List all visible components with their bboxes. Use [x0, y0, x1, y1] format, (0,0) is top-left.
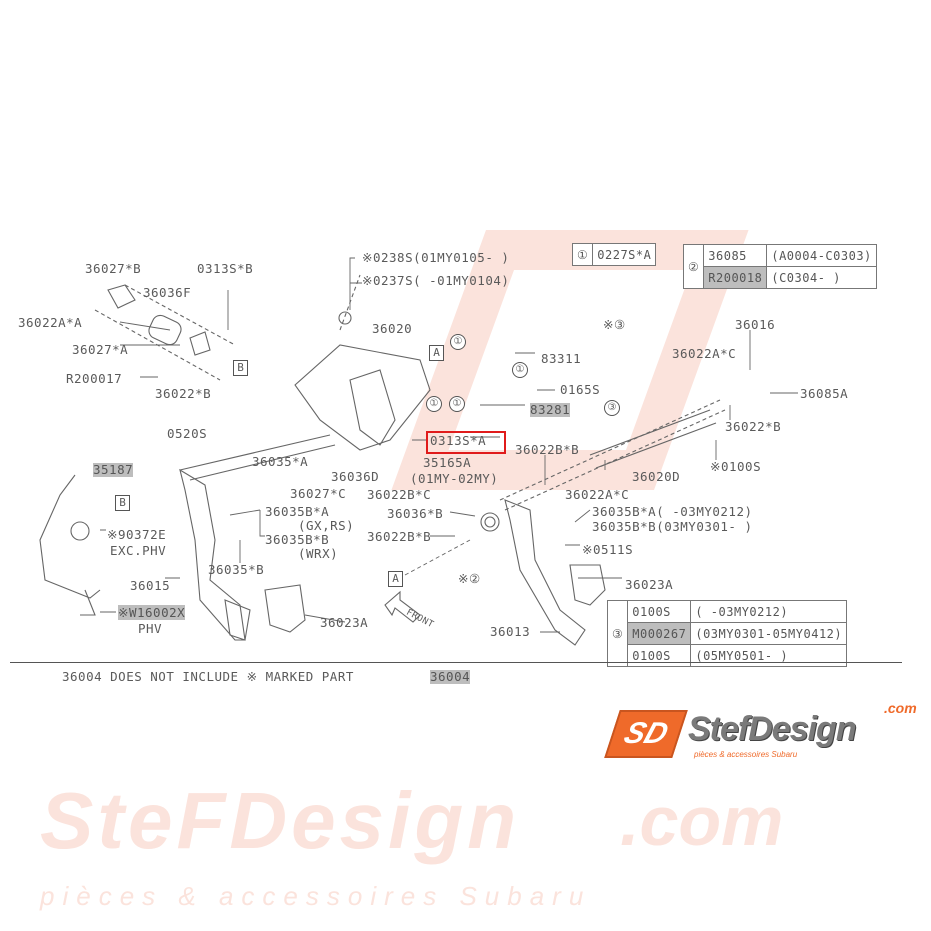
marker-b: B	[233, 360, 248, 376]
part: R200018	[703, 266, 768, 289]
label-exc-phv: EXC.PHV	[110, 543, 167, 558]
selected-part-highlight	[426, 431, 506, 454]
part: M000267	[627, 622, 692, 645]
label-36004: 36004	[430, 669, 471, 684]
logo-mark: SD	[604, 710, 688, 758]
label-83311: 83311	[541, 351, 582, 366]
label-ref2: ※②	[458, 571, 481, 586]
label-36027B: 36027*B	[85, 261, 142, 276]
marker-1: ①	[426, 396, 442, 412]
divider-line	[10, 662, 902, 663]
label-36020: 36020	[372, 321, 413, 336]
label-36022BB-low: 36022B*B	[367, 529, 432, 544]
front-arrow	[384, 590, 421, 623]
label-ref3-top: ※③	[603, 317, 626, 332]
ref-table-2: ② 36085(A0004-C0303) R200018(C0304- )	[682, 244, 877, 289]
marker-b: B	[115, 495, 130, 511]
marker-a: A	[429, 345, 444, 361]
label-36027C: 36027*C	[290, 486, 347, 501]
brake-pedal	[504, 499, 586, 646]
label-36035BA-right: 36035B*A( -03MY0212)	[592, 504, 753, 519]
stefdesign-logo: SD StefDesign .com pièces & accessoires …	[604, 700, 927, 762]
label-35187: 35187	[93, 462, 134, 477]
label-36020D: 36020D	[632, 469, 681, 484]
marker-1: ①	[450, 334, 466, 350]
label-0313SB: 0313S*B	[197, 261, 254, 276]
label-R200017: R200017	[66, 371, 123, 386]
label-36035BB-right: 36035B*B(03MY0301- )	[592, 519, 753, 534]
label-0238S: ※0238S(01MY0105- )	[362, 250, 510, 265]
label-36027A: 36027*A	[72, 342, 129, 357]
label-36023A-right: 36023A	[625, 577, 674, 592]
range: (C0304- )	[766, 266, 877, 289]
ref-3: ③	[606, 600, 629, 667]
label-36016: 36016	[735, 317, 776, 332]
w16002x-text: ※W16002X	[118, 605, 186, 620]
label-36023A-left: 36023A	[320, 615, 369, 630]
label-36022AA: 36022A*A	[18, 315, 83, 330]
label-0520S: 0520S	[167, 426, 208, 441]
label-0165S: 0165S	[560, 382, 601, 397]
ref-table-3: ③ 0100S( -03MY0212) M000267(03MY0301-05M…	[606, 600, 848, 667]
logo-name: StefDesign	[688, 710, 857, 748]
return-spring	[480, 512, 500, 532]
label-36015: 36015	[130, 578, 171, 593]
part: 0100S	[627, 644, 692, 667]
label-90372E: ※90372E	[107, 527, 167, 542]
ref-2: ②	[682, 244, 705, 289]
label-gx-rs: (GX,RS)	[298, 518, 355, 533]
part: 0100S	[627, 600, 692, 623]
label-0237S: ※0237S( -01MY0104)	[362, 273, 510, 288]
label-36036F: 36036F	[143, 285, 192, 300]
part: 36085	[703, 244, 768, 267]
label-36036D: 36036D	[331, 469, 380, 484]
label-36013: 36013	[490, 624, 531, 639]
label-01my-02my: (01MY-02MY)	[410, 471, 499, 486]
pedal-pads	[264, 564, 606, 633]
label-36085A: 36085A	[800, 386, 849, 401]
label-36022B-right: 36022*B	[725, 419, 782, 434]
label-83281: 83281	[530, 402, 571, 417]
label-36035BA-left: 36035B*A	[265, 504, 330, 519]
clutch-pedal	[179, 468, 251, 641]
label-36022BB-mid: 36022B*B	[515, 442, 580, 457]
label-36036B: 36036*B	[387, 506, 444, 521]
label-36035A: 36035*A	[252, 454, 309, 469]
label-36035BB-left: 36035B*B	[265, 532, 330, 547]
ref-1: ①	[571, 243, 594, 266]
marker-3: ③	[604, 400, 620, 416]
label-36035B: 36035*B	[208, 562, 265, 577]
label-36022B: 36022*B	[155, 386, 212, 401]
marker-1: ①	[512, 362, 528, 378]
range: (03MY0301-05MY0412)	[690, 622, 848, 645]
label-36022BC: 36022B*C	[367, 487, 432, 502]
range: ( -03MY0212)	[690, 600, 848, 623]
clutch-cable	[39, 474, 101, 616]
note-text: 36004 DOES NOT INCLUDE ※ MARKED PART	[62, 669, 354, 684]
leader-lines	[100, 257, 798, 633]
pivot-shaft	[179, 399, 726, 511]
label-W16002X: ※W16002X	[118, 605, 186, 620]
logo-tagline: pièces & accessoires Subaru	[694, 750, 798, 759]
label-0313SA[interactable]: 0313S*A	[430, 433, 487, 448]
label-wrx: (WRX)	[298, 546, 339, 561]
marker-a: A	[388, 571, 403, 587]
pedal-bracket	[294, 274, 431, 451]
label-phv: PHV	[138, 621, 163, 636]
ref-1-part: 0227S*A	[592, 243, 657, 266]
range: (A0004-C0303)	[766, 244, 877, 267]
range: (05MY0501- )	[690, 644, 848, 667]
label-36022AC-mid: 36022A*C	[565, 487, 630, 502]
label-36022AC: 36022A*C	[672, 346, 737, 361]
label-0100S: ※0100S	[710, 459, 762, 474]
marker-1: ①	[449, 396, 465, 412]
label-0511S: ※0511S	[582, 542, 634, 557]
logo-com: .com	[884, 700, 917, 716]
label-35165A: 35165A	[423, 455, 472, 470]
